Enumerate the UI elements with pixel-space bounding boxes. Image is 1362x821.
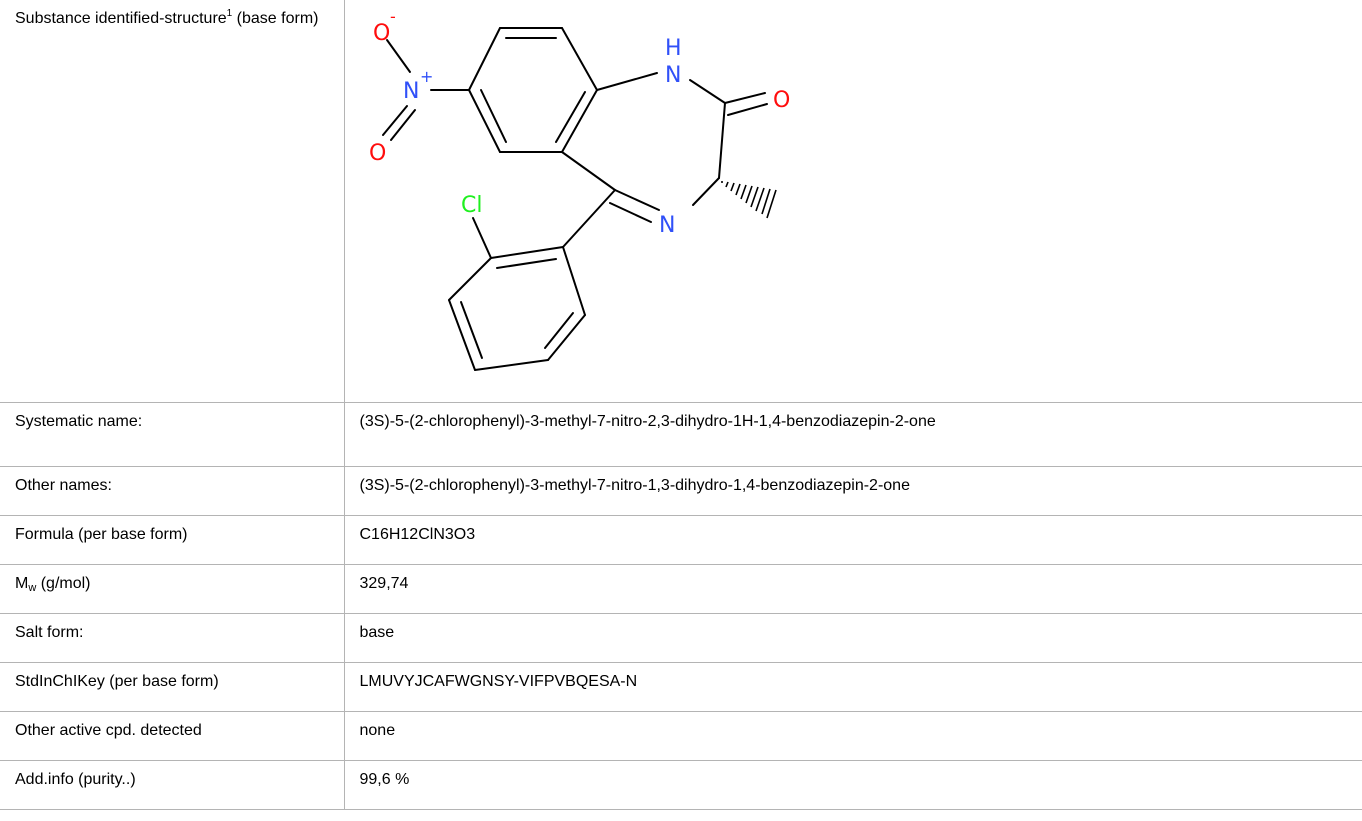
structure-cell: O - N + O H N O Cl N (343, 0, 1362, 403)
other-active-label: Other active cpd. detected (0, 711, 345, 761)
table-row: StdInChIKey (per base form) LMUVYJCAFWGN… (0, 662, 1362, 712)
charge-minus: - (390, 7, 396, 26)
table-row: Formula (per base form) C16H12ClN3O3 (0, 515, 1362, 565)
atom-h: H (665, 36, 682, 61)
atom-n-imine: N (659, 213, 675, 238)
atom-cl: Cl (461, 193, 482, 218)
table-row: Other names: (3S)-5-(2-chlorophenyl)-3-m… (0, 466, 1362, 516)
atom-n-plus: N (403, 79, 419, 104)
formula-value: C16H12ClN3O3 (343, 515, 1362, 565)
systematic-name-value: (3S)-5-(2-chlorophenyl)-3-methyl-7-nitro… (343, 402, 1362, 467)
chemical-structure-diagram: O - N + O H N O Cl N (369, 7, 790, 371)
mw-label: Mw (g/mol) (0, 564, 345, 614)
mw-value: 329,74 (343, 564, 1362, 614)
stdinchikey-label: StdInChIKey (per base form) (0, 662, 345, 712)
table-row: Mw (g/mol) 329,74 (0, 564, 1362, 614)
table-row: Other active cpd. detected none (0, 711, 1362, 761)
add-info-value: 99,6 % (343, 760, 1362, 810)
table-row: Salt form: base (0, 613, 1362, 663)
salt-form-label: Salt form: (0, 613, 345, 663)
atom-o-nitro: O (369, 141, 386, 166)
atom-o-minus: O (373, 21, 390, 46)
charge-plus: + (420, 67, 433, 86)
other-active-value: none (343, 711, 1362, 761)
salt-form-value: base (343, 613, 1362, 663)
table-row: Substance identified-structure1 (base fo… (0, 0, 1362, 403)
other-names-label: Other names: (0, 466, 345, 516)
formula-label: Formula (per base form) (0, 515, 345, 565)
atom-nh: N (665, 63, 681, 88)
other-names-value: (3S)-5-(2-chlorophenyl)-3-methyl-7-nitro… (343, 466, 1362, 516)
stdinchikey-value: LMUVYJCAFWGNSY-VIFPVBQESA-N (343, 662, 1362, 712)
table-row: Systematic name: (3S)-5-(2-chlorophenyl)… (0, 402, 1362, 467)
table-row: Add.info (purity..) 99,6 % (0, 760, 1362, 810)
footnote-marker: 1 (226, 8, 233, 19)
atom-o-carbonyl: O (773, 88, 790, 113)
systematic-name-label: Systematic name: (0, 402, 345, 467)
add-info-label: Add.info (purity..) (0, 760, 345, 810)
structure-label: Substance identified-structure1 (base fo… (0, 0, 345, 403)
